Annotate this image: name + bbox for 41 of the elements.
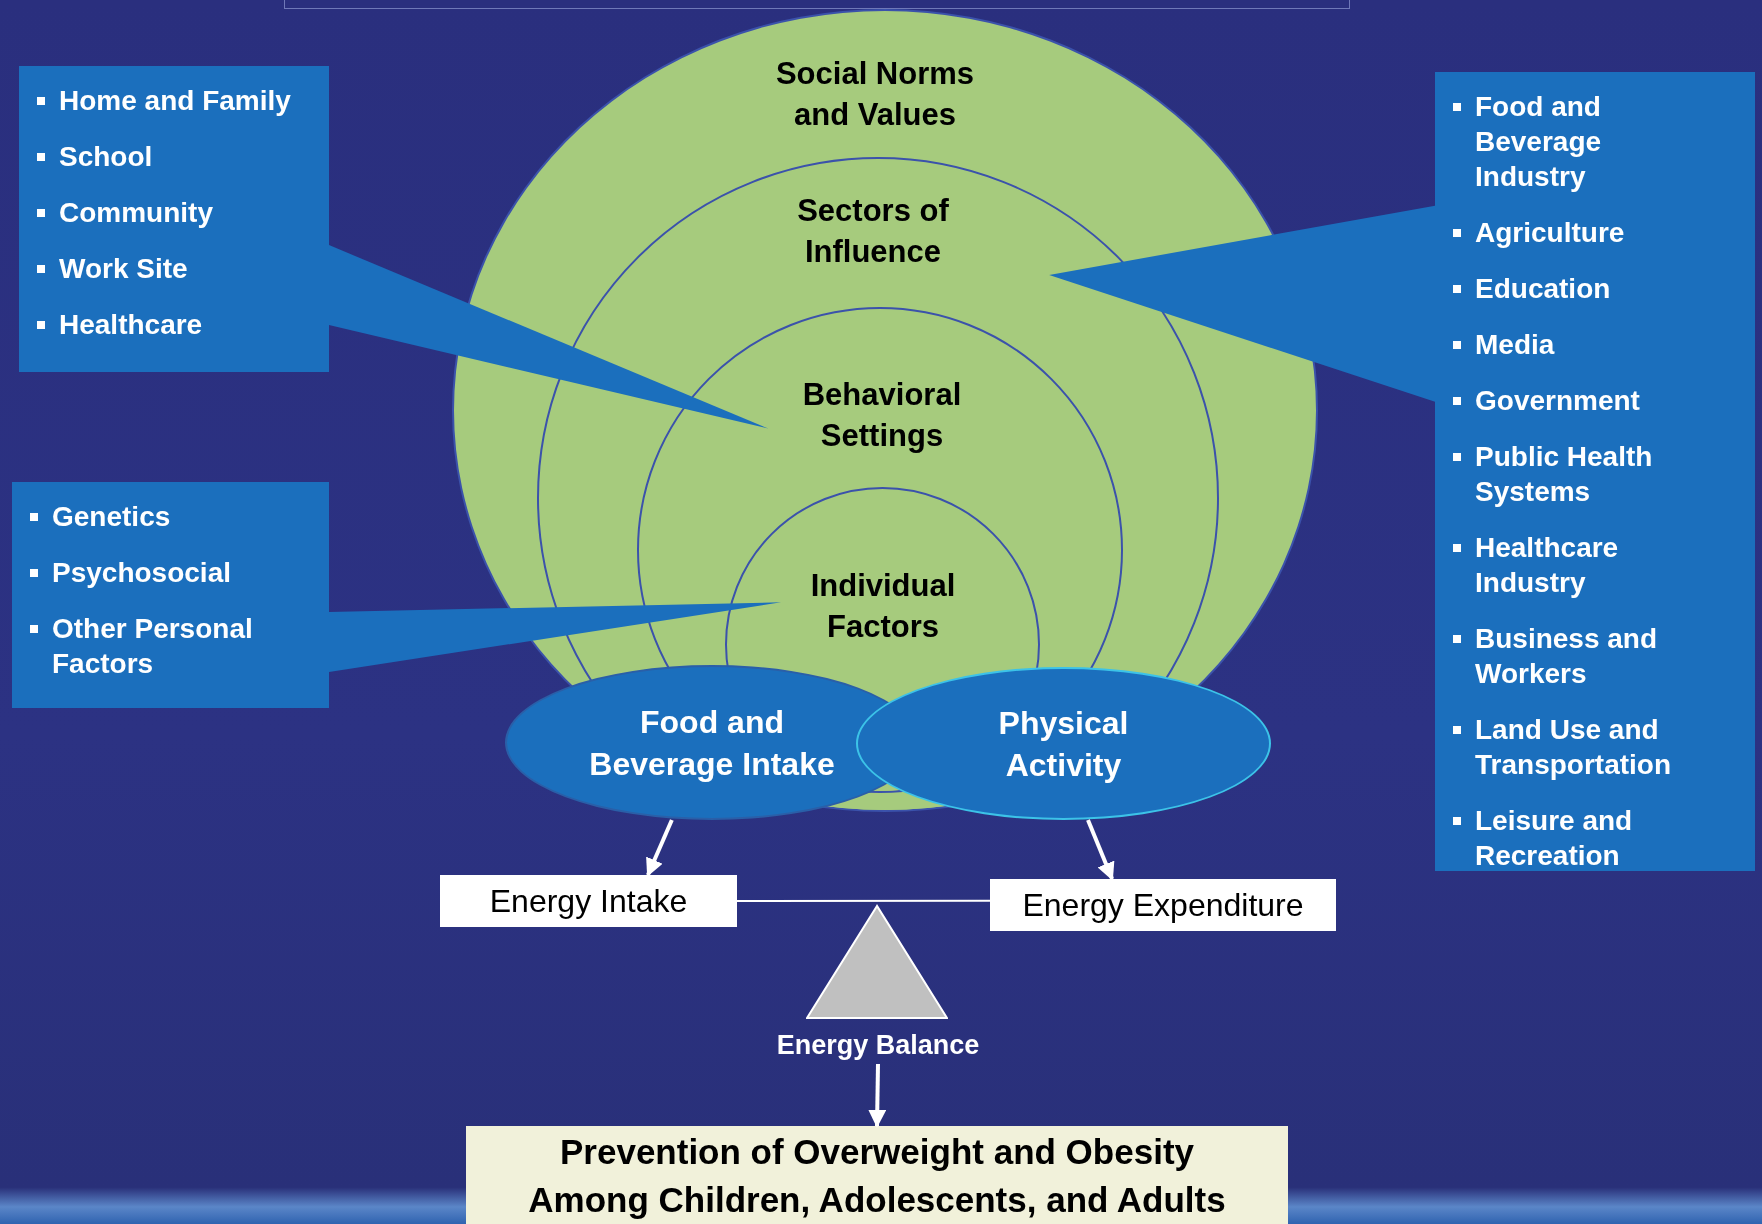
fulcrum-triangle [806, 904, 948, 1020]
list-item-text: Work Site [59, 252, 188, 286]
list-item-text: Community [59, 196, 213, 230]
list-item-text: Public Health Systems [1475, 440, 1654, 509]
callout-pointer [1049, 205, 1435, 402]
callout-panel [12, 482, 329, 708]
zone-label: Individual Factors [809, 567, 957, 646]
oval-label: Physical Activity [997, 703, 1130, 785]
balance-beam [736, 899, 991, 902]
callout-pointer [329, 245, 769, 429]
arrow [646, 819, 674, 877]
list-item-text: Healthcare [59, 308, 203, 342]
balance-label: Energy Expenditure [1022, 886, 1304, 924]
list-item-text: Education [1475, 272, 1611, 306]
list-item-text: Agriculture [1475, 216, 1625, 250]
list-item-text: Healthcare Industry [1475, 531, 1620, 600]
arrow [868, 1063, 887, 1128]
label-box [990, 879, 1336, 931]
list-item-text: Psychosocial [52, 556, 231, 590]
label-box [440, 875, 737, 927]
zone-label: Sectors of Influence [796, 192, 950, 271]
list-item-text: Business and Workers [1475, 622, 1659, 691]
list-item-text: Food and Beverage Industry [1475, 90, 1603, 194]
list-item-text: Media [1475, 328, 1555, 362]
list-item-text: Land Use and Transportation [1475, 713, 1672, 782]
balance-label: Energy Intake [489, 882, 688, 920]
list-item-text: Leisure and Recreation [1475, 804, 1634, 873]
list-item-text: School [59, 140, 153, 174]
zone-label: Social Norms and Values [774, 55, 976, 134]
balance-caption: Energy Balance [776, 1029, 980, 1061]
result-box [466, 1126, 1288, 1224]
list-item-text: Government [1475, 384, 1640, 418]
outcome-heading: Prevention of Overweight and Obesity Among Children, Adolescents, and Adults [527, 1131, 1227, 1221]
list-item-text: Genetics [52, 500, 171, 534]
callout-pointer [329, 602, 782, 672]
arrow [1086, 819, 1115, 881]
list-item-text: Other Personal Factors [52, 612, 254, 681]
list-item-text: Home and Family [59, 84, 291, 118]
oval-label: Food and Beverage Intake [588, 702, 836, 784]
callout-panel [19, 66, 329, 372]
zone-label: Behavioral Settings [801, 376, 963, 455]
